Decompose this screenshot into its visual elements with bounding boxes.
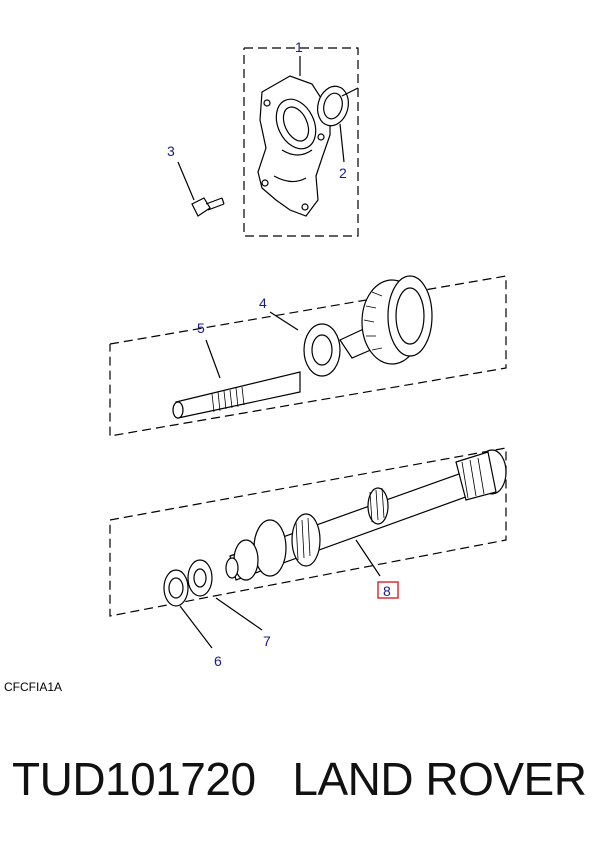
highlight-box <box>377 581 399 599</box>
dashed-box-housing <box>243 47 359 237</box>
pilot-bearing-part <box>163 569 189 607</box>
callout-2: 2 <box>339 165 347 181</box>
callout-6: 6 <box>214 653 222 669</box>
callout-5: 5 <box>197 320 205 336</box>
callout-8: 8 <box>383 583 391 599</box>
input-shaft-group <box>109 275 507 437</box>
callout-1: 1 <box>295 39 303 55</box>
footer-text: TUD101720 LAND ROVER <box>12 752 587 806</box>
brand-name: LAND ROVER <box>292 753 587 805</box>
part-footer: TUD101720 LAND ROVER <box>0 752 612 832</box>
main-shaft-group <box>109 447 507 649</box>
callout-7: 7 <box>263 633 271 649</box>
input-bearing-part <box>303 323 341 377</box>
housing-part <box>257 75 331 217</box>
figure-code: CFCFIA1A <box>4 680 62 694</box>
callout-3: 3 <box>167 143 175 159</box>
dashed-box-main-shaft <box>109 447 507 617</box>
bolt-part <box>177 161 225 217</box>
callout-4: 4 <box>259 295 267 311</box>
exploded-parts-diagram: 1 2 3 4 5 6 7 8 CFCFIA1A <box>4 39 507 694</box>
thrust-washer-part <box>187 559 213 597</box>
housing-group <box>243 47 359 237</box>
input-shaft-part <box>175 371 301 419</box>
part-number: TUD101720 <box>12 753 256 805</box>
